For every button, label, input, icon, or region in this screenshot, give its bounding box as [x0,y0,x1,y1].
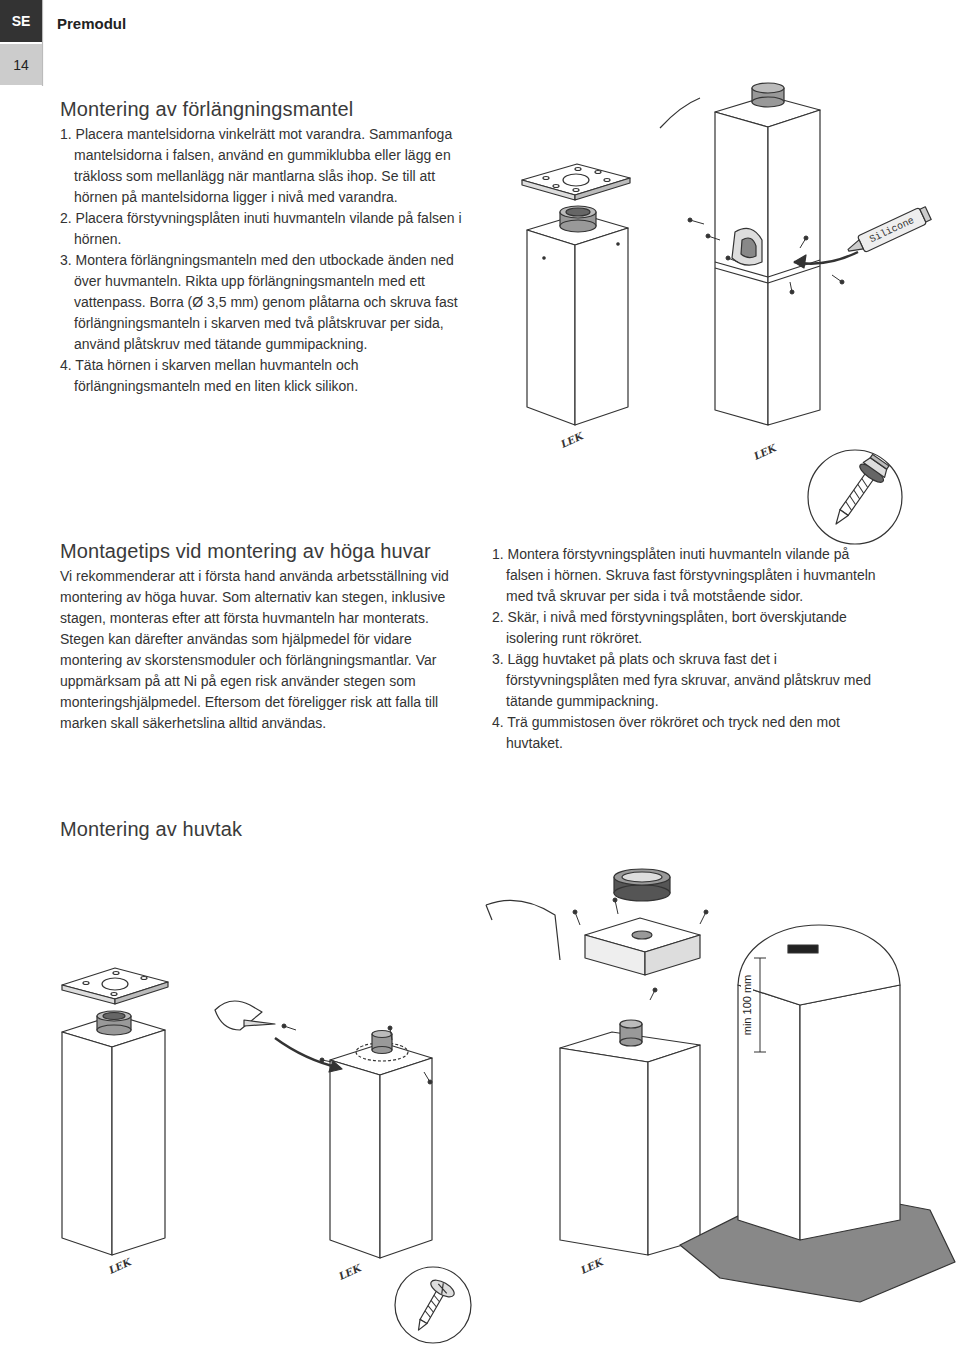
brand-mark: LEK [752,442,778,462]
instruction-step: 1. Montera förstyvningsplåten inuti huvm… [492,544,887,607]
instruction-step: 4. Trä gummistosen över rökröret och try… [492,712,887,754]
page-number-box: 14 [0,44,42,85]
instruction-step: 2. Placera förstyvningsplåten inuti huvm… [60,208,475,250]
language-tab: SE [0,0,42,42]
dimension-label: min 100 mm [741,974,753,1037]
text-column: 1. Placera mantelsidorna vinkelrätt mot … [60,124,475,397]
text-column: 1. Montera förstyvningsplåten inuti huvm… [492,544,887,754]
brand-mark: LEK [337,1262,363,1282]
instruction-step: 4. Täta hörnen i skarven mellan huvmante… [60,355,475,397]
instruction-step: 2. Skär, i nivå med förstyvningsplåten, … [492,607,887,649]
page-header: Premodul [57,15,126,32]
instruction-step: 3. Lägg huvtaket på plats och skruva fas… [492,649,887,712]
text-column: Vi rekommenderar att i första hand använ… [60,566,455,734]
brand-mark: LEK [559,430,585,450]
instruction-step: 1. Placera mantelsidorna vinkelrätt mot … [60,124,475,208]
brand-mark: LEK [107,1256,133,1276]
box-text: SE [12,13,31,29]
section-heading: Montering av förlängningsmantel [60,98,353,121]
tip-paragraph: Vi rekommenderar att i första hand använ… [60,566,455,734]
section-heading: Montering av huvtak [60,818,242,841]
section-heading: Montagetips vid montering av höga huvar [60,540,431,563]
brand-mark: LEK [579,1256,605,1276]
box-text: 14 [13,57,29,73]
instruction-step: 3. Montera förlängningsmanteln med den u… [60,250,475,355]
